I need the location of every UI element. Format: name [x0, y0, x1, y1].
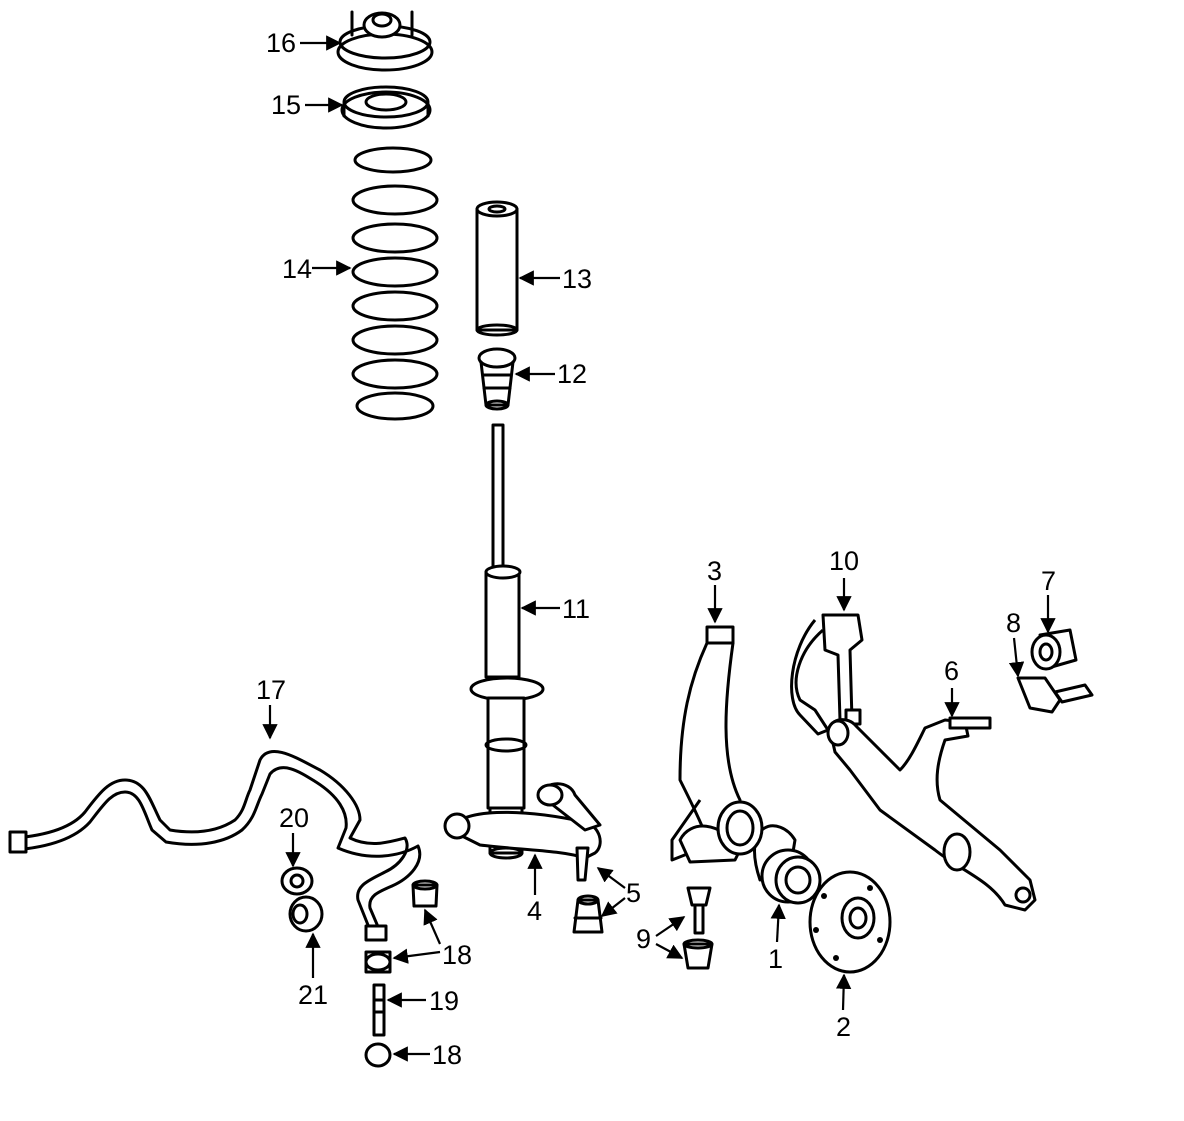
upper-control-arm-part	[443, 782, 602, 882]
callout-18-lower: 18	[432, 1040, 462, 1070]
callout-11: 11	[562, 594, 590, 624]
callout-labels: 16 15 14 13 12 11 10 3 7 8 6 17 20 21 18…	[256, 28, 1056, 1070]
coil-spring-part	[351, 146, 439, 421]
callout-7: 7	[1041, 566, 1056, 596]
link-bolt-part	[372, 983, 386, 1037]
ball-joint-part	[682, 886, 714, 970]
callout-14: 14	[282, 254, 312, 284]
bushing-part	[1030, 628, 1078, 671]
callout-16: 16	[266, 28, 296, 58]
dust-boot-part	[475, 200, 519, 337]
callout-18-upper: 18	[442, 940, 472, 970]
link-bushing-part	[364, 879, 439, 1068]
callout-10: 10	[829, 546, 859, 576]
strut-part	[469, 423, 545, 860]
callout-19: 19	[429, 986, 459, 1016]
callout-8: 8	[1006, 608, 1021, 638]
leader-lines	[262, 35, 1056, 1062]
stabilizer-bar-part	[8, 749, 422, 942]
callout-4: 4	[527, 896, 542, 926]
compliance-bracket-part	[1016, 676, 1094, 714]
callout-5: 5	[626, 878, 641, 908]
callout-17: 17	[256, 675, 286, 705]
callout-9: 9	[636, 924, 651, 954]
wheel-bearing-part	[760, 848, 822, 905]
upper-arm-bracket-part	[790, 613, 864, 736]
callout-3: 3	[707, 556, 722, 586]
bump-stop-part	[477, 347, 517, 411]
steering-knuckle-part	[670, 625, 797, 882]
callout-1: 1	[768, 944, 783, 974]
callout-2: 2	[836, 1012, 851, 1042]
wheel-hub-part	[808, 870, 892, 974]
callout-15: 15	[271, 90, 301, 120]
ball-joint-boot-part	[572, 894, 604, 934]
callout-20: 20	[279, 803, 309, 833]
callout-12: 12	[557, 359, 587, 389]
stabilizer-bushing-part	[280, 866, 314, 896]
stabilizer-bracket-part	[288, 895, 324, 933]
callout-13: 13	[562, 264, 592, 294]
lower-control-arm-part	[826, 716, 1037, 912]
callout-21: 21	[298, 980, 328, 1010]
callout-6: 6	[944, 656, 959, 686]
spring-seat-part	[340, 85, 432, 130]
upper-spring-mount-part	[336, 10, 434, 72]
